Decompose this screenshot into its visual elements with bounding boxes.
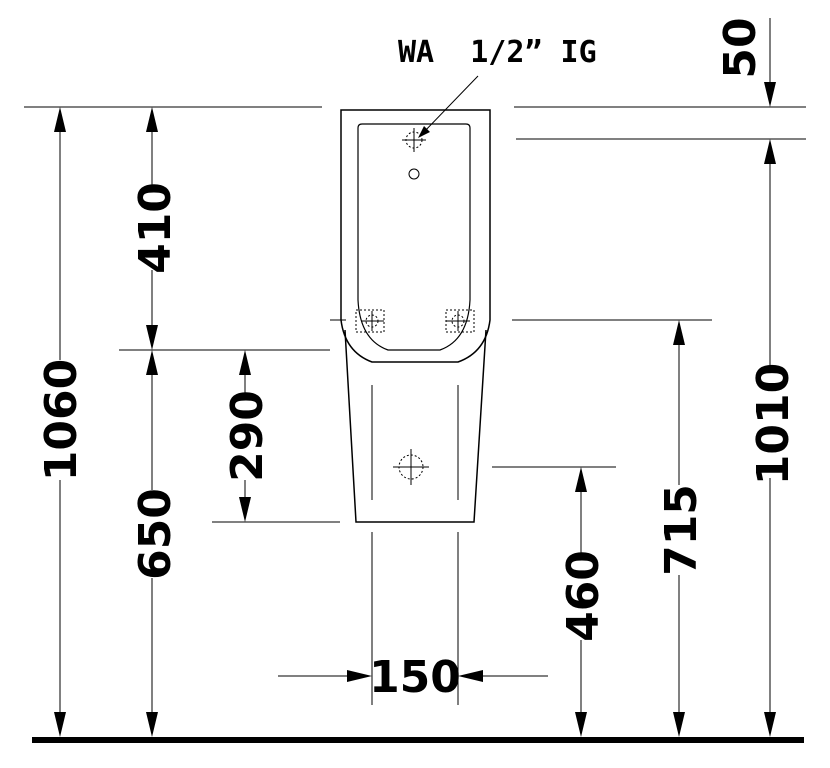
fixing-bracket-right	[445, 309, 475, 333]
dim-715-label: 715	[656, 484, 707, 576]
dim-650-label: 650	[130, 488, 181, 580]
dim-50-label: 50	[715, 17, 766, 78]
dim-150: 150	[278, 652, 548, 703]
outlet-symbol	[393, 449, 429, 485]
extension-lines	[24, 106, 806, 705]
dim-650: 650	[130, 350, 181, 737]
dim-410: 410	[130, 107, 181, 350]
dim-460-label: 460	[558, 550, 609, 642]
dim-1010: 1010	[748, 139, 799, 737]
inlet-circle	[408, 168, 420, 180]
dim-410-label: 410	[130, 182, 181, 274]
lower-shell	[344, 329, 487, 523]
wa-label-group: WA 1/2” IG	[398, 35, 597, 138]
dim-1010-label: 1010	[748, 363, 799, 485]
wa-fitting-symbol	[402, 128, 426, 152]
dim-150-label: 150	[369, 652, 461, 703]
wa-connection-label: WA 1/2” IG	[398, 35, 597, 70]
dim-1060: 1060	[36, 107, 87, 737]
dim-50: 50	[715, 17, 776, 107]
dim-460: 460	[558, 467, 609, 737]
dim-715: 715	[656, 320, 707, 737]
upper-shell	[340, 109, 491, 363]
dim-290-label: 290	[222, 390, 273, 482]
urinal-body	[340, 109, 491, 523]
fixing-bracket-left	[355, 309, 385, 333]
inner-opening	[357, 123, 471, 351]
dim-1060-label: 1060	[36, 359, 87, 481]
floor-line	[32, 737, 804, 743]
dim-290: 290	[222, 350, 273, 522]
